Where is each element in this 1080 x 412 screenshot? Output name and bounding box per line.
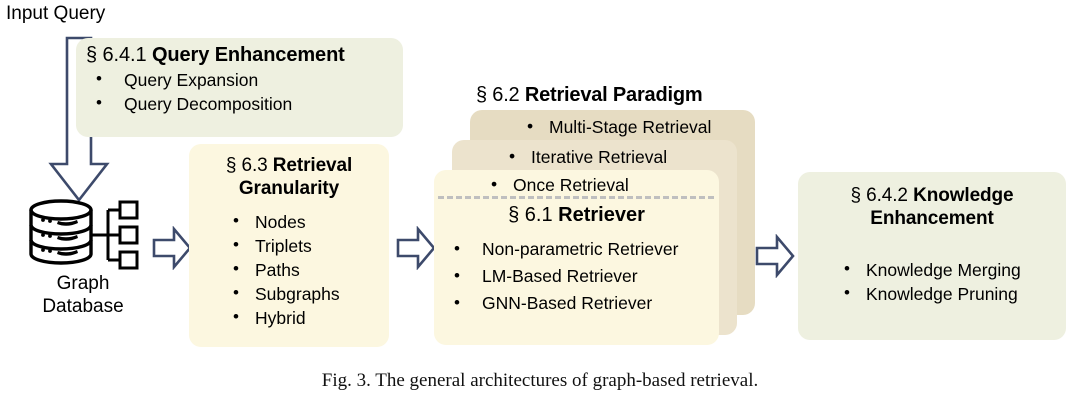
- graph-database-icon: [29, 199, 139, 270]
- list-item: Query Decomposition: [88, 91, 403, 116]
- list-item: Multi-Stage Retrieval: [527, 115, 711, 138]
- retrieval-granularity-list: Nodes Triplets Paths Subgraphs Hybrid: [229, 209, 389, 330]
- list-item: Knowledge Merging: [840, 257, 1066, 282]
- figure-caption: Fig. 3. The general architectures of gra…: [321, 370, 759, 391]
- section-number-62: § 6.2: [476, 84, 520, 106]
- graph-database-caption: Graph Database: [0, 272, 166, 318]
- retriever-divider: [438, 196, 714, 199]
- card-granularity-heading-line1: Retrieval: [272, 155, 353, 176]
- list-item: Paths: [229, 257, 389, 282]
- list-item: Non-parametric Retriever: [448, 235, 678, 263]
- section-number-63: § 6.3: [225, 155, 268, 176]
- section-number-641: § 6.4.1: [86, 44, 147, 66]
- card-query-enhancement-title: § 6.4.1 Query Enhancement: [76, 44, 403, 67]
- list-item: GNN-Based Retriever: [448, 289, 678, 317]
- list-item: Once Retrieval: [491, 173, 629, 196]
- list-item: Query Expansion: [88, 67, 403, 92]
- graph-database-line2: Database: [42, 296, 124, 317]
- graph-database-line1: Graph: [56, 273, 110, 294]
- card-knowledge-heading-line1: Knowledge: [913, 185, 1014, 206]
- right-arrow-retriever-to-knowledge: [755, 234, 795, 278]
- list-item: Subgraphs: [229, 281, 389, 306]
- section-number-61: § 6.1: [508, 204, 553, 226]
- card-retriever-title: § 6.1 Retriever: [434, 204, 719, 227]
- card-paradigm-heading: Retrieval Paradigm: [524, 84, 703, 106]
- list-item: Iterative Retrieval: [509, 145, 667, 168]
- card-retrieval-granularity: § 6.3 Retrieval Granularity Nodes Triple…: [189, 144, 389, 347]
- list-item: Hybrid: [229, 305, 389, 330]
- list-item: Knowledge Pruning: [840, 281, 1066, 306]
- list-item: Triplets: [229, 233, 389, 258]
- card-retrieval-paradigm-title: § 6.2 Retrieval Paradigm: [476, 84, 703, 107]
- right-arrow-granularity-to-retriever: [396, 226, 436, 270]
- card-knowledge-heading-line2: Enhancement: [870, 208, 994, 229]
- card-knowledge-enhancement: § 6.4.2 Knowledge Enhancement Knowledge …: [798, 172, 1066, 340]
- list-item: LM-Based Retriever: [448, 262, 678, 290]
- card-query-enhancement-heading: Query Enhancement: [151, 44, 345, 66]
- card-query-enhancement: § 6.4.1 Query Enhancement Query Expansio…: [76, 38, 403, 137]
- card-retriever-heading: Retriever: [558, 204, 645, 226]
- card-retrieval-granularity-title: § 6.3 Retrieval Granularity: [189, 154, 389, 200]
- query-enhancement-list: Query Expansion Query Decomposition: [88, 67, 403, 116]
- input-query-label: Input Query: [6, 3, 106, 24]
- list-item: Nodes: [229, 209, 389, 234]
- card-granularity-heading-line2: Granularity: [238, 178, 340, 199]
- right-arrow-database-to-granularity: [152, 226, 192, 270]
- card-knowledge-enhancement-title: § 6.4.2 Knowledge Enhancement: [798, 184, 1066, 230]
- knowledge-enhancement-list: Knowledge Merging Knowledge Pruning: [840, 257, 1066, 306]
- section-number-642: § 6.4.2: [850, 185, 908, 206]
- retriever-list: Non-parametric Retriever LM-Based Retrie…: [448, 235, 678, 317]
